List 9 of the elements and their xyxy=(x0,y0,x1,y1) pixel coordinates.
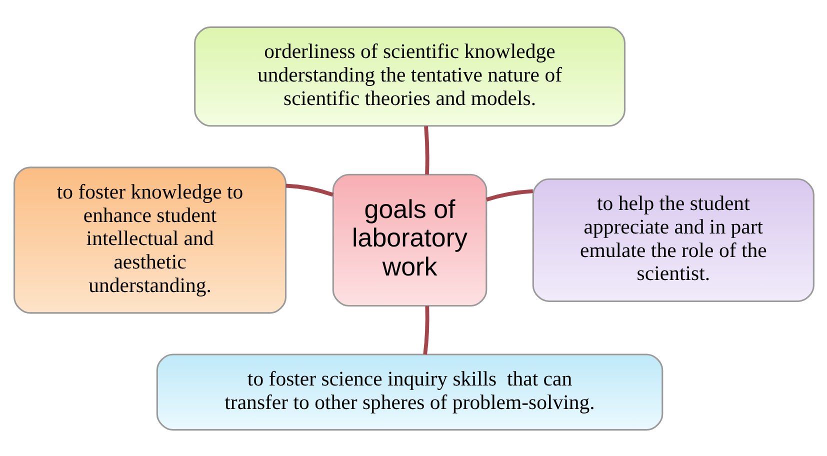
connector xyxy=(422,306,429,354)
node-box: to foster knowledge to enhance student intellectual and aesthetic understanding. xyxy=(13,166,286,314)
connector xyxy=(485,188,532,201)
node-box: goals of laboratory work xyxy=(332,173,487,306)
connector xyxy=(285,183,333,196)
node-box: to help the student appreciate and in part emulate the role of the scientist. xyxy=(532,178,814,302)
node-box: to foster science inquiry skills that can transfer to other spheres of problem-solving. xyxy=(156,353,663,430)
connector xyxy=(424,126,429,174)
node-box: orderliness of scientific knowledge understanding the tentative nature of scientific theories and models. xyxy=(194,26,625,126)
